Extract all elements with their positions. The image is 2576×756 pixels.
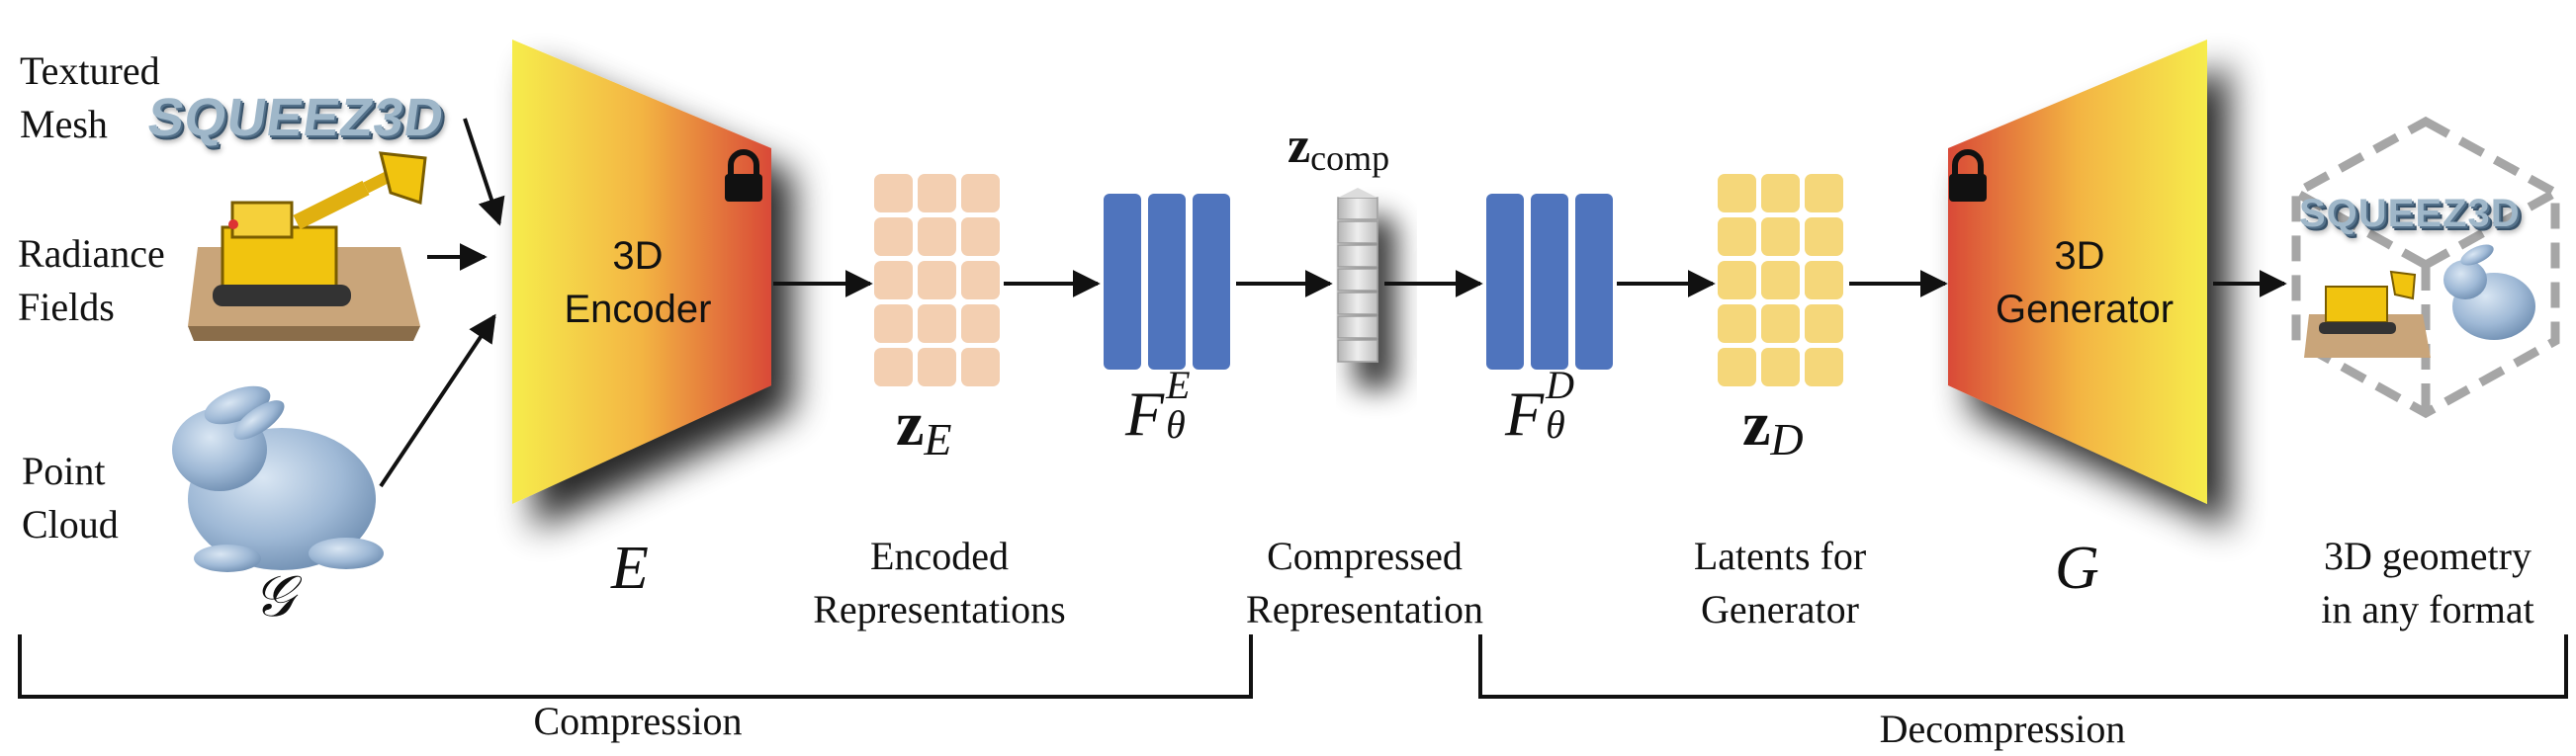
grid-cell [1805, 304, 1843, 343]
compression-label: Compression [533, 699, 743, 743]
encoder-flow-blocks [1104, 194, 1230, 370]
logo-input: SQUEEZ3D [143, 88, 449, 147]
output-bunny-point-cloud [2443, 244, 2535, 340]
grid-cell [961, 217, 1000, 256]
stack-top [1338, 188, 1377, 198]
grid-cell [1761, 261, 1800, 299]
grid-cell [1761, 217, 1800, 256]
logo-output: SQUEEZ3D [2299, 192, 2521, 235]
generator-trapezoid [1948, 40, 2207, 504]
flow-block [1148, 194, 1186, 370]
flow-block [1575, 194, 1613, 370]
compressed-symbol: zcomp [1288, 118, 1390, 178]
bunny-point-cloud [172, 385, 384, 572]
mesh-arrow [463, 118, 505, 226]
grid-cell [918, 261, 956, 299]
input-arrows [379, 118, 505, 488]
latent-symbol: zD [1742, 388, 1804, 464]
stack-cell [1337, 244, 1378, 268]
flow-block [1531, 194, 1568, 370]
grid-cell [1805, 261, 1843, 299]
lock-icon [1949, 149, 1987, 202]
grid-cell [874, 261, 913, 299]
grid-cell [1805, 174, 1843, 212]
stack-cell [1337, 197, 1378, 220]
grid-cell [1761, 348, 1800, 386]
grid-cell [874, 348, 913, 386]
flow-block [1104, 194, 1141, 370]
grid-cell [1805, 348, 1843, 386]
grid-cell [1761, 304, 1800, 343]
decompression-label: Decompression [1879, 707, 2126, 751]
compression-bracket [18, 634, 1253, 699]
grid-cell [961, 261, 1000, 299]
grid-cell [918, 174, 956, 212]
output-cube [2291, 116, 2560, 419]
excavator-image [188, 151, 427, 341]
stack-cell [1337, 339, 1378, 363]
decompression-bracket [1478, 634, 2568, 699]
grid-cell [961, 304, 1000, 343]
stack-cell [1337, 292, 1378, 315]
grid-cell [1718, 217, 1756, 256]
stack-cell [1337, 220, 1378, 244]
grid-cell [918, 348, 956, 386]
point-cloud-arrow [379, 313, 496, 488]
encoded-grid [874, 174, 1000, 386]
stack-cell [1337, 315, 1378, 339]
input-geometry-symbol: 𝒢 [253, 564, 295, 629]
grid-cell [874, 217, 913, 256]
grid-cell [918, 304, 956, 343]
decoder-flow-blocks [1486, 194, 1613, 370]
grid-cell [1761, 174, 1800, 212]
flow-block [1486, 194, 1524, 370]
encoded-symbol: zE [896, 388, 952, 464]
flow-block [1193, 194, 1230, 370]
latent-grid [1718, 174, 1843, 386]
grid-cell [1805, 217, 1843, 256]
compressed-stack [1337, 188, 1378, 363]
grid-cell [1718, 304, 1756, 343]
lock-icon [725, 149, 762, 202]
grid-cell [961, 348, 1000, 386]
grid-cell [1718, 261, 1756, 299]
encoder-trapezoid [512, 40, 771, 504]
grid-cell [1718, 174, 1756, 212]
stack-cell [1337, 268, 1378, 292]
grid-cell [874, 304, 913, 343]
encoder-symbol: E [611, 535, 649, 602]
generator-symbol: G [2055, 535, 2099, 602]
output-excavator-image [2304, 270, 2431, 358]
grid-cell [961, 174, 1000, 212]
grid-cell [1718, 348, 1756, 386]
grid-cell [918, 217, 956, 256]
grid-cell [874, 174, 913, 212]
